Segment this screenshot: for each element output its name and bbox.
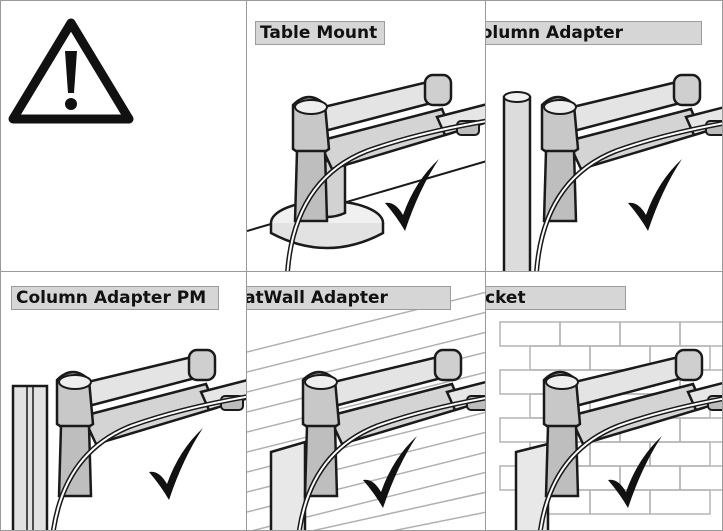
checkmark-icon	[608, 436, 662, 508]
tss-column-adapter-panel: TSS Column Adapter	[485, 0, 723, 272]
label-wall-bracket: Wall Bracket	[485, 286, 626, 310]
wall-bracket-panel: Wall Bracket	[485, 271, 723, 531]
label-slatwall-adapter: SlatWall Adapter	[246, 286, 451, 310]
slatwall-adapter-panel: SlatWall Adapter	[246, 271, 486, 531]
table-mount-panel: Table Mount	[246, 0, 486, 272]
warning-triangle-icon	[1, 1, 247, 272]
checkmark-icon	[385, 159, 439, 231]
checkmark-icon	[628, 159, 682, 231]
slatwall-adapter-illustration	[247, 272, 486, 531]
label-table-mount: Table Mount	[255, 21, 385, 45]
checkmark-icon	[149, 428, 203, 500]
wall-bracket-illustration	[486, 272, 723, 531]
warning-panel	[0, 0, 247, 272]
column-adapter-pm-illustration	[1, 272, 247, 531]
label-tss-column-adapter: TSS Column Adapter	[485, 21, 702, 45]
column-adapter-pm-panel: Column Adapter PM	[0, 271, 247, 531]
label-column-adapter-pm: Column Adapter PM	[11, 286, 219, 310]
